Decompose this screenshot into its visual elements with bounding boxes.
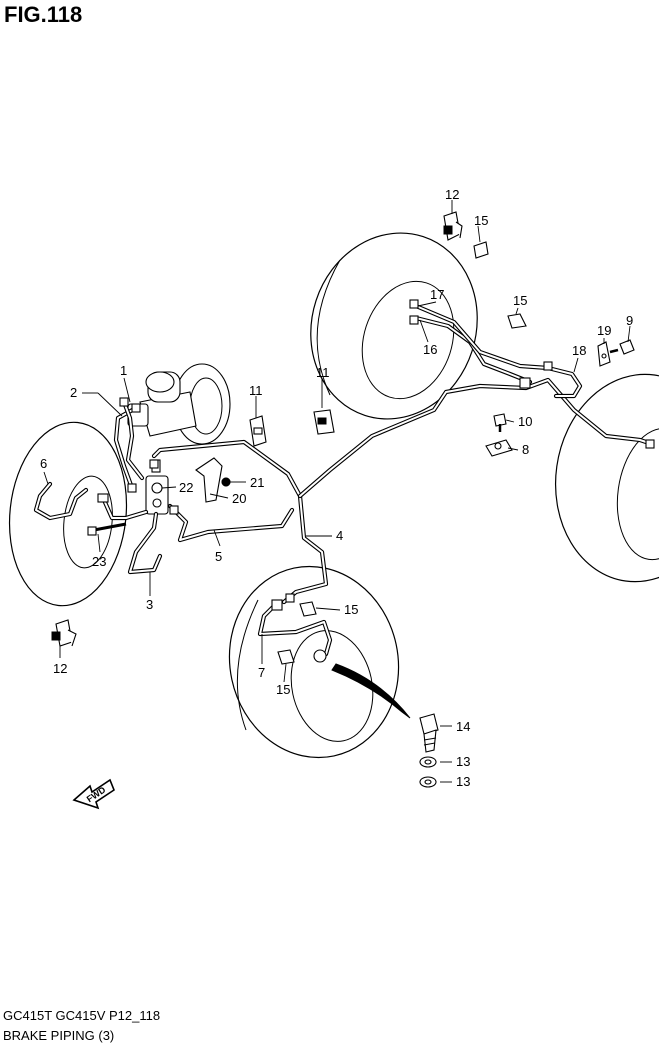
callout-9: 9 xyxy=(626,313,633,328)
clamp-12-lower xyxy=(51,619,77,647)
callout-11-right: 11 xyxy=(316,365,330,380)
clamp-11-left xyxy=(249,415,267,447)
callout-6: 6 xyxy=(40,456,47,471)
callout-8: 8 xyxy=(522,442,529,457)
washer-13-lower xyxy=(419,776,437,788)
union-bolt-14 xyxy=(419,713,439,753)
figure-title: FIG.118 xyxy=(4,2,83,27)
callout-12-upper: 12 xyxy=(445,187,459,202)
callout-1: 1 xyxy=(120,363,127,378)
callout-20: 20 xyxy=(232,491,246,506)
clip-15-a xyxy=(473,241,489,259)
bolt-9 xyxy=(609,339,635,355)
callout-labels: 1 2 3 4 5 6 7 8 9 10 11 11 12 12 13 13 1… xyxy=(40,187,633,789)
tire-front-right xyxy=(228,565,400,759)
clip-15-b xyxy=(507,313,527,329)
clip-15-d xyxy=(277,649,295,665)
clamp-12-upper xyxy=(443,211,463,241)
callout-15-b: 15 xyxy=(513,293,527,308)
clamp-8 xyxy=(485,439,513,457)
callout-18: 18 xyxy=(572,343,586,358)
bracket-19 xyxy=(597,341,611,367)
callout-21: 21 xyxy=(250,475,264,490)
bolt-10 xyxy=(493,413,507,432)
callout-17: 17 xyxy=(430,287,444,302)
callout-19: 19 xyxy=(597,323,611,338)
callout-15-d: 15 xyxy=(276,682,290,697)
callout-11-left: 11 xyxy=(249,383,263,398)
callout-14: 14 xyxy=(456,719,470,734)
callout-3: 3 xyxy=(146,597,153,612)
callout-7: 7 xyxy=(258,665,265,680)
callout-2: 2 xyxy=(70,385,77,400)
callout-22: 22 xyxy=(179,480,193,495)
fwd-arrow: FWD xyxy=(72,778,115,810)
callout-23: 23 xyxy=(92,554,106,569)
leader-lines xyxy=(43,200,631,783)
clip-15-c xyxy=(299,601,317,617)
callout-15-c: 15 xyxy=(344,602,358,617)
callout-12-lower: 12 xyxy=(53,661,67,676)
callout-13-lower: 13 xyxy=(456,774,470,789)
washer-13-upper xyxy=(419,756,437,768)
pipe-fittings xyxy=(97,299,655,663)
bolt-21-part xyxy=(221,477,231,487)
tire-rear-right xyxy=(554,373,659,583)
callout-10: 10 xyxy=(518,414,532,429)
master-cylinder-booster xyxy=(127,363,231,445)
callout-5: 5 xyxy=(215,549,222,564)
callout-16: 16 xyxy=(423,342,437,357)
callout-4: 4 xyxy=(336,528,343,543)
tire-rear-left xyxy=(310,232,478,420)
bolt-23 xyxy=(87,522,127,536)
callout-15-a: 15 xyxy=(474,213,488,228)
model-code: GC415T GC415V P12_118 xyxy=(3,1008,161,1023)
clamp-11-right xyxy=(313,409,335,435)
detail-arrow xyxy=(331,663,411,719)
section-title: BRAKE PIPING (3) xyxy=(3,1028,115,1043)
brake-pipes xyxy=(33,303,655,657)
callout-13-upper: 13 xyxy=(456,754,470,769)
